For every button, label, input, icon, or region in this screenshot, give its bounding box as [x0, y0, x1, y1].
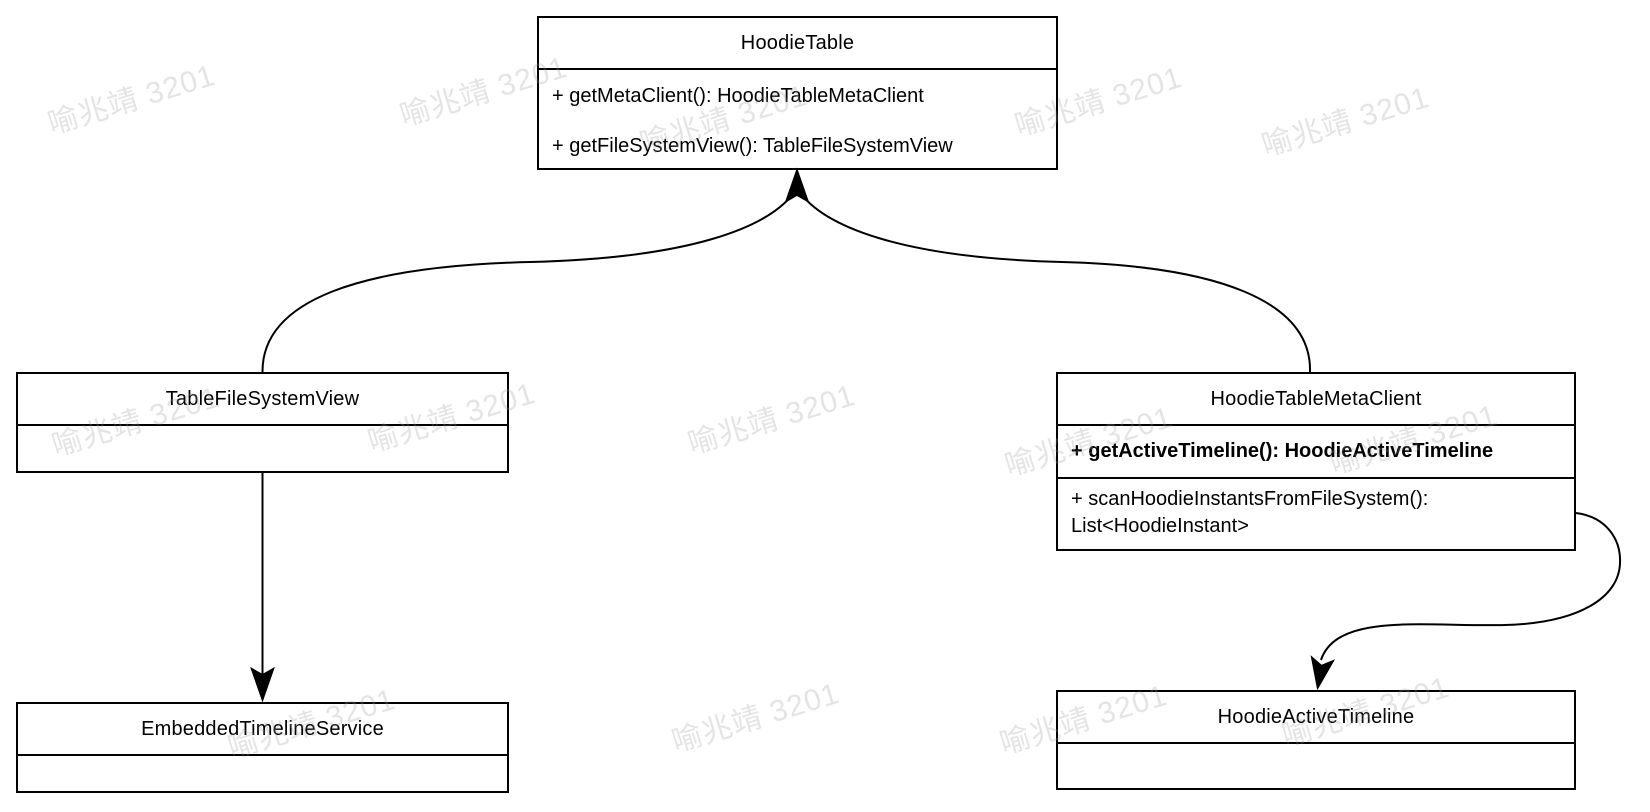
class-box-hoodieactivetimeline: HoodieActiveTimeline	[1056, 690, 1576, 790]
class-box-hoodietablemetaclient: HoodieTableMetaClient + getActiveTimelin…	[1056, 372, 1576, 551]
arrow-hoodietablemetaclient-to-hoodieactivetimeline	[1320, 512, 1622, 661]
class-title: HoodieActiveTimeline	[1217, 705, 1415, 728]
class-title: EmbeddedTimelineService	[141, 717, 384, 740]
method-getfilesystemview: + getFileSystemView(): TableFileSystemVi…	[552, 134, 953, 157]
method-getmetaclient: + getMetaClient(): HoodieTableMetaClient	[552, 84, 924, 107]
empty-compartment	[18, 424, 507, 471]
arrow-tablefilesystemview-to-hoodietable	[261, 193, 794, 373]
class-title: HoodieTableMetaClient	[1210, 387, 1422, 410]
arrowhead-up-hoodietable	[784, 167, 810, 204]
class-box-tablefilesystemview: TableFileSystemView	[16, 372, 509, 473]
arrowhead-down-embeddedtimelineservice	[250, 666, 275, 703]
method-getactivetimeline: + getActiveTimeline(): HoodieActiveTimel…	[1058, 424, 1574, 477]
empty-compartment	[18, 754, 507, 791]
method-scanhoodieinstants: + scanHoodieInstantsFromFileSystem(): Li…	[1058, 477, 1574, 549]
class-box-hoodietable: HoodieTable + getMetaClient(): HoodieTab…	[537, 16, 1058, 170]
arrow-hoodietablemetaclient-to-hoodietable	[800, 193, 1312, 373]
methods-compartment: + getMetaClient(): HoodieTableMetaClient…	[539, 68, 1056, 171]
class-title: TableFileSystemView	[165, 387, 360, 410]
arrowhead-down-hoodieactivetimeline	[1310, 655, 1336, 691]
class-box-embeddedtimelineservice: EmbeddedTimelineService	[16, 702, 509, 793]
empty-compartment	[1058, 742, 1574, 788]
class-title: HoodieTable	[740, 31, 855, 54]
